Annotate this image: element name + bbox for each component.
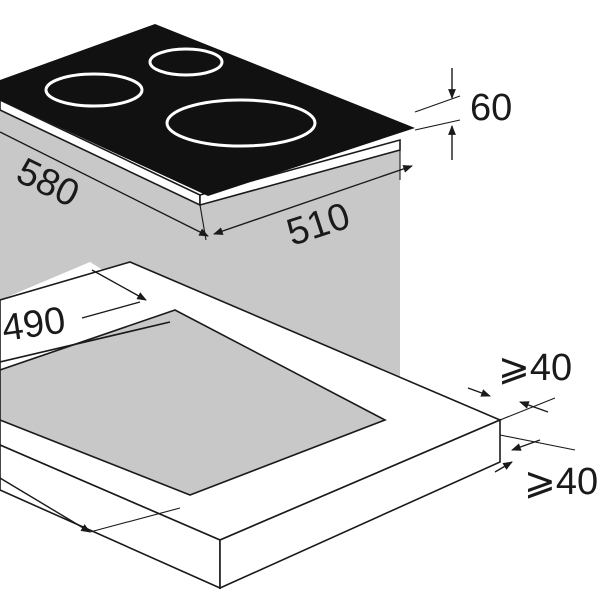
dimension-hob-height: 60 xyxy=(414,68,512,160)
cutout-opening xyxy=(0,309,387,496)
worktop-side-face xyxy=(219,418,501,590)
dimension-label-60: 60 xyxy=(470,87,512,129)
dimension-label-clearance-rear: ⩾40 xyxy=(524,461,598,503)
cooking-zone-rear xyxy=(148,47,224,77)
hob-glass-top xyxy=(0,24,415,196)
dimension-label-clearance-side: ⩾40 xyxy=(498,347,572,389)
dimension-cutout-width: 490 xyxy=(0,269,147,350)
dimension-label-490: 490 xyxy=(0,299,68,349)
dimension-clearance-side: ⩾40 xyxy=(467,347,572,421)
cooking-zone-left xyxy=(44,72,144,108)
cooking-zone-large xyxy=(165,98,317,148)
worktop xyxy=(0,261,503,590)
cutout-inner-edge xyxy=(0,321,171,363)
dimension-worktop-depth xyxy=(0,477,181,533)
dimension-clearance-rear: ⩾40 xyxy=(494,434,598,503)
